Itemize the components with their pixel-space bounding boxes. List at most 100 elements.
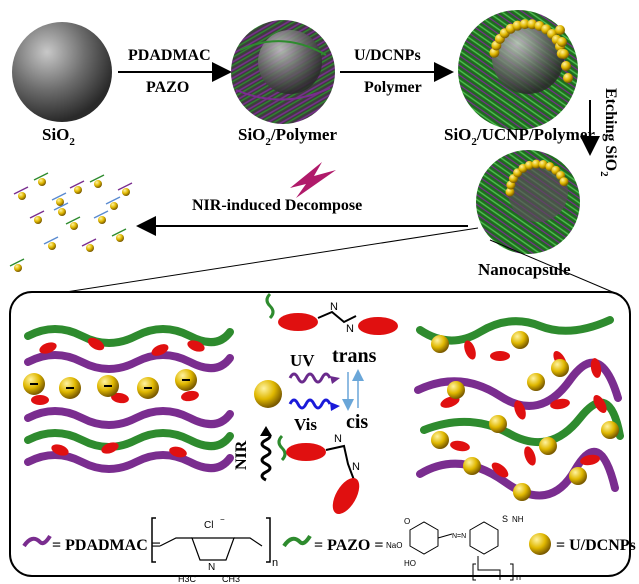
minus-sign <box>66 387 74 389</box>
pdadmac-legend-label: = PDADMAC = <box>52 537 161 554</box>
trans-label: trans <box>332 345 377 367</box>
azo-group <box>490 351 510 361</box>
ucnp-dot <box>539 437 557 455</box>
ucnp-dot <box>555 25 565 35</box>
cis-label: cis <box>346 411 368 433</box>
svg-text:NaO: NaO <box>386 541 402 550</box>
ucnp-legend-swatch <box>529 533 551 555</box>
ucnp-dot <box>524 160 534 170</box>
azo-group <box>491 462 509 478</box>
ucnp-particle <box>254 380 282 408</box>
ucnp-dot <box>56 198 64 206</box>
ucnp-dot <box>513 483 531 501</box>
ucnp-dot <box>505 187 515 197</box>
stage1-label: SiO2 <box>42 125 75 148</box>
ucnp-coated-sphere <box>458 10 578 130</box>
minus-sign <box>182 379 190 381</box>
azo-group <box>524 446 536 466</box>
polymer-fragment <box>89 174 105 183</box>
svg-text:N: N <box>346 323 354 335</box>
ucnp-dot <box>18 192 26 200</box>
legend: = PDADMAC = Cl − N H3C CH3 n = PAZO = O … <box>22 514 636 584</box>
minus-sign <box>30 383 38 385</box>
polymer-fragment <box>43 236 59 245</box>
ucnp-dot <box>34 216 42 224</box>
etch-label: Etching SiO2 <box>598 88 619 177</box>
pazo-swatch <box>282 534 312 548</box>
svg-text:−: − <box>220 515 225 524</box>
azo-group <box>593 394 607 414</box>
svg-text:N=N: N=N <box>452 533 466 540</box>
azo-group <box>187 340 205 352</box>
svg-text:NH: NH <box>512 515 524 524</box>
ucnp-dot <box>519 19 530 30</box>
azo-group <box>550 398 570 410</box>
ucnp-dot <box>531 159 541 169</box>
stage3-label: SiO2/UCNP/Polymer <box>444 125 595 148</box>
polymer-fragment <box>93 210 109 219</box>
svg-text:N: N <box>330 301 338 313</box>
minus-sign <box>104 385 112 387</box>
azo-group <box>514 400 526 420</box>
azo-group <box>31 395 49 405</box>
silica-sphere <box>12 22 112 122</box>
minus-sign <box>144 387 152 389</box>
azo-group <box>87 337 105 351</box>
polymer-fragment <box>65 216 81 225</box>
ucnp-dot <box>463 457 481 475</box>
azo-group <box>181 390 199 402</box>
svg-text:N: N <box>208 562 215 573</box>
azo-group <box>450 440 470 452</box>
step2-reagent-b: Polymer <box>364 79 422 96</box>
polymer-fragment <box>117 182 133 191</box>
step1-reagent-b: PAZO <box>146 79 189 96</box>
polymer-coated-sphere <box>231 20 335 124</box>
polymer-fragment <box>81 238 97 247</box>
stage2-label: SiO2/Polymer <box>238 125 337 148</box>
svg-text:N: N <box>352 461 360 473</box>
ucnp-dot <box>48 242 56 250</box>
ucnp-dot <box>74 186 82 194</box>
ucnp-dot <box>116 234 124 242</box>
ucnp-dot <box>561 61 571 71</box>
ucnp-dot <box>38 178 46 186</box>
pdadmac-structure: Cl − N H3C CH3 n <box>151 515 278 584</box>
ucnp-dot <box>551 359 569 377</box>
svg-text:CH3: CH3 <box>222 574 240 584</box>
uv-label: UV <box>290 351 315 370</box>
svg-text:n: n <box>516 572 521 582</box>
svg-text:Cl: Cl <box>204 520 213 531</box>
polymer-fragment <box>53 202 69 211</box>
svg-text:H3C: H3C <box>178 574 197 584</box>
disordered-polymer-network <box>414 316 624 501</box>
decomposed-fragments <box>9 172 133 272</box>
vis-label: Vis <box>294 415 317 434</box>
decompose-label: NIR-induced Decompose <box>192 197 362 214</box>
polymer-fragment <box>33 172 49 181</box>
detail-panel <box>9 291 631 577</box>
azo-group <box>111 392 129 404</box>
azo-group <box>440 396 460 408</box>
azo-group <box>590 358 602 378</box>
uv-wave-icon <box>288 372 332 384</box>
pazo-legend-label: = PAZO = <box>314 537 384 554</box>
azo-group <box>169 446 187 458</box>
pazo-structure: O NaO HO N=N S NH n <box>386 514 524 582</box>
polymer-fragment <box>111 228 127 237</box>
step1-reagent-a: PDADMAC <box>128 47 211 64</box>
ucnp-dot <box>431 335 449 353</box>
ucnp-dot <box>511 331 529 349</box>
pdadmac-swatch <box>22 534 52 548</box>
ucnp-dot <box>98 216 106 224</box>
polymer-fragment <box>69 180 85 189</box>
zoom-line-left <box>39 227 479 297</box>
isomerization-scheme: N N trans cis UV Vis NIR N N <box>233 292 398 515</box>
nanocapsule <box>476 150 580 254</box>
ucnp-dot <box>86 244 94 252</box>
svg-text:O: O <box>404 517 410 526</box>
layered-polymer-chains <box>23 325 234 473</box>
step2-reagent-a: U/DCNPs <box>354 47 421 64</box>
nir-wave-icon <box>260 430 272 482</box>
azo-group <box>151 344 169 356</box>
